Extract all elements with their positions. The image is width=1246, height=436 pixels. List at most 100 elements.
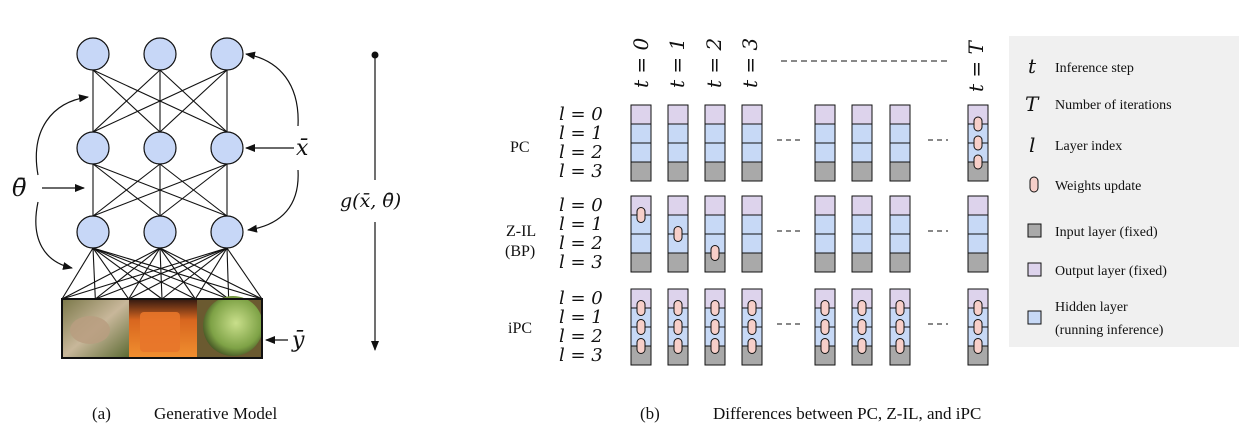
weight-update-marker <box>857 319 867 335</box>
layer-index-label: l = 0 <box>559 104 603 125</box>
layer-index-label: l = 0 <box>559 288 603 309</box>
network-edge <box>92 69 161 133</box>
hidden-layer-cell <box>630 123 652 144</box>
hidden-layer-cell <box>741 233 763 254</box>
network-node <box>143 215 177 249</box>
weight-update-marker <box>747 300 757 316</box>
network-edge <box>61 247 228 300</box>
caption-a-letter: (a) <box>92 404 111 423</box>
input-layer-cell <box>667 252 689 273</box>
network-edge <box>159 69 228 133</box>
input-layer-cell <box>851 161 873 182</box>
weight-update-marker <box>673 319 683 335</box>
layer-stack <box>814 104 836 182</box>
generative-arrow <box>371 51 379 351</box>
weight-update-marker <box>673 338 683 354</box>
hidden-layer-cell <box>851 214 873 235</box>
layer-stack <box>667 104 689 182</box>
layer-stack <box>741 195 763 273</box>
weight-update-marker <box>895 300 905 316</box>
weight-update-marker <box>710 338 720 354</box>
network-node <box>143 37 177 71</box>
layer-stack <box>741 288 763 366</box>
legend-symbol-l: l <box>1029 133 1035 157</box>
time-step-label: t = 0 <box>629 37 653 88</box>
network-edge <box>161 247 228 300</box>
hidden-layer-cell <box>967 214 989 235</box>
network-node <box>76 131 110 165</box>
layer-stack <box>814 288 836 366</box>
layer-index-label: l = 0 <box>559 195 603 216</box>
network-edge <box>92 247 96 300</box>
weight-update-marker <box>857 300 867 316</box>
row-label-bp: (BP) <box>505 243 535 260</box>
hidden-layer-cell <box>630 233 652 254</box>
output-layer-cell <box>741 195 763 216</box>
layer-stack <box>630 104 652 182</box>
hidden-layer-cell <box>889 123 911 144</box>
layer-index-labels: l = 0l = 1l = 2l = 3l = 0l = 1l = 2l = 3… <box>559 104 603 366</box>
row-ellipses <box>777 139 948 325</box>
legend-text-output-layer: Output layer (fixed) <box>1055 264 1167 279</box>
output-layer-cell <box>741 104 763 125</box>
network-edge <box>194 247 228 300</box>
hidden-layer-cell <box>630 142 652 163</box>
hidden-layer-cell <box>741 123 763 144</box>
network-node <box>210 215 244 249</box>
caption-b-text: Differences between PC, Z-IL, and iPC <box>713 404 981 423</box>
legend-swatch-hidden-layer <box>1027 310 1042 325</box>
layer-stack <box>967 288 989 366</box>
legend-swatch-output-layer <box>1027 262 1042 277</box>
row-label-ipc: iPC <box>508 320 532 337</box>
layer-stacks <box>630 104 989 366</box>
legend-text-input-layer: Input layer (fixed) <box>1055 225 1158 240</box>
legend-text-layer-index: Layer index <box>1055 139 1122 154</box>
network-edge <box>128 247 228 300</box>
network-edge <box>226 247 263 300</box>
layer-stack <box>851 288 873 366</box>
layer-stack <box>704 288 726 366</box>
layer-index-label: l = 3 <box>559 345 603 366</box>
input-layer-cell <box>814 252 836 273</box>
output-layer-cell <box>667 195 689 216</box>
legend-swatch-weights-update <box>1029 176 1039 193</box>
input-layer-cell <box>889 161 911 182</box>
weight-update-marker <box>710 300 720 316</box>
layer-stack <box>889 104 911 182</box>
network-nodes <box>76 37 244 249</box>
weight-update-marker <box>973 338 983 354</box>
data-image-strip <box>61 296 263 359</box>
layer-stack <box>889 288 911 366</box>
weight-update-marker <box>710 245 720 261</box>
hidden-layer-cell <box>667 123 689 144</box>
weight-update-marker <box>636 319 646 335</box>
hidden-layer-cell <box>851 123 873 144</box>
generative-function-label: g(x̄, θ̄) <box>340 190 401 212</box>
layer-stack <box>889 195 911 273</box>
network-node <box>210 37 244 71</box>
theta-arrows <box>35 94 89 270</box>
layer-stack <box>967 104 989 182</box>
weight-update-marker <box>895 319 905 335</box>
panel-a-generative-model: θ̄ x̄ ȳ g(x̄, θ̄) (a) Generative Model <box>12 37 401 423</box>
layer-index-label: l = 2 <box>559 326 603 347</box>
network-edge <box>92 163 161 217</box>
legend: t Inference step T Number of iterations … <box>1009 36 1239 347</box>
network-edge <box>92 69 228 133</box>
hidden-layer-cell <box>967 233 989 254</box>
layer-stack <box>630 195 652 273</box>
legend-text-running-inference: (running inference) <box>1055 323 1164 338</box>
weight-update-marker <box>973 300 983 316</box>
input-layer-cell <box>667 161 689 182</box>
weight-update-marker <box>710 319 720 335</box>
network-edge <box>92 163 228 217</box>
hidden-layer-cell <box>889 142 911 163</box>
output-layer-cell <box>704 104 726 125</box>
legend-symbol-T: T <box>1025 92 1040 116</box>
row-label-pc: PC <box>510 139 530 156</box>
legend-swatch-input-layer <box>1027 223 1042 238</box>
input-layer-cell <box>630 161 652 182</box>
time-step-label: t = 2 <box>702 38 726 88</box>
